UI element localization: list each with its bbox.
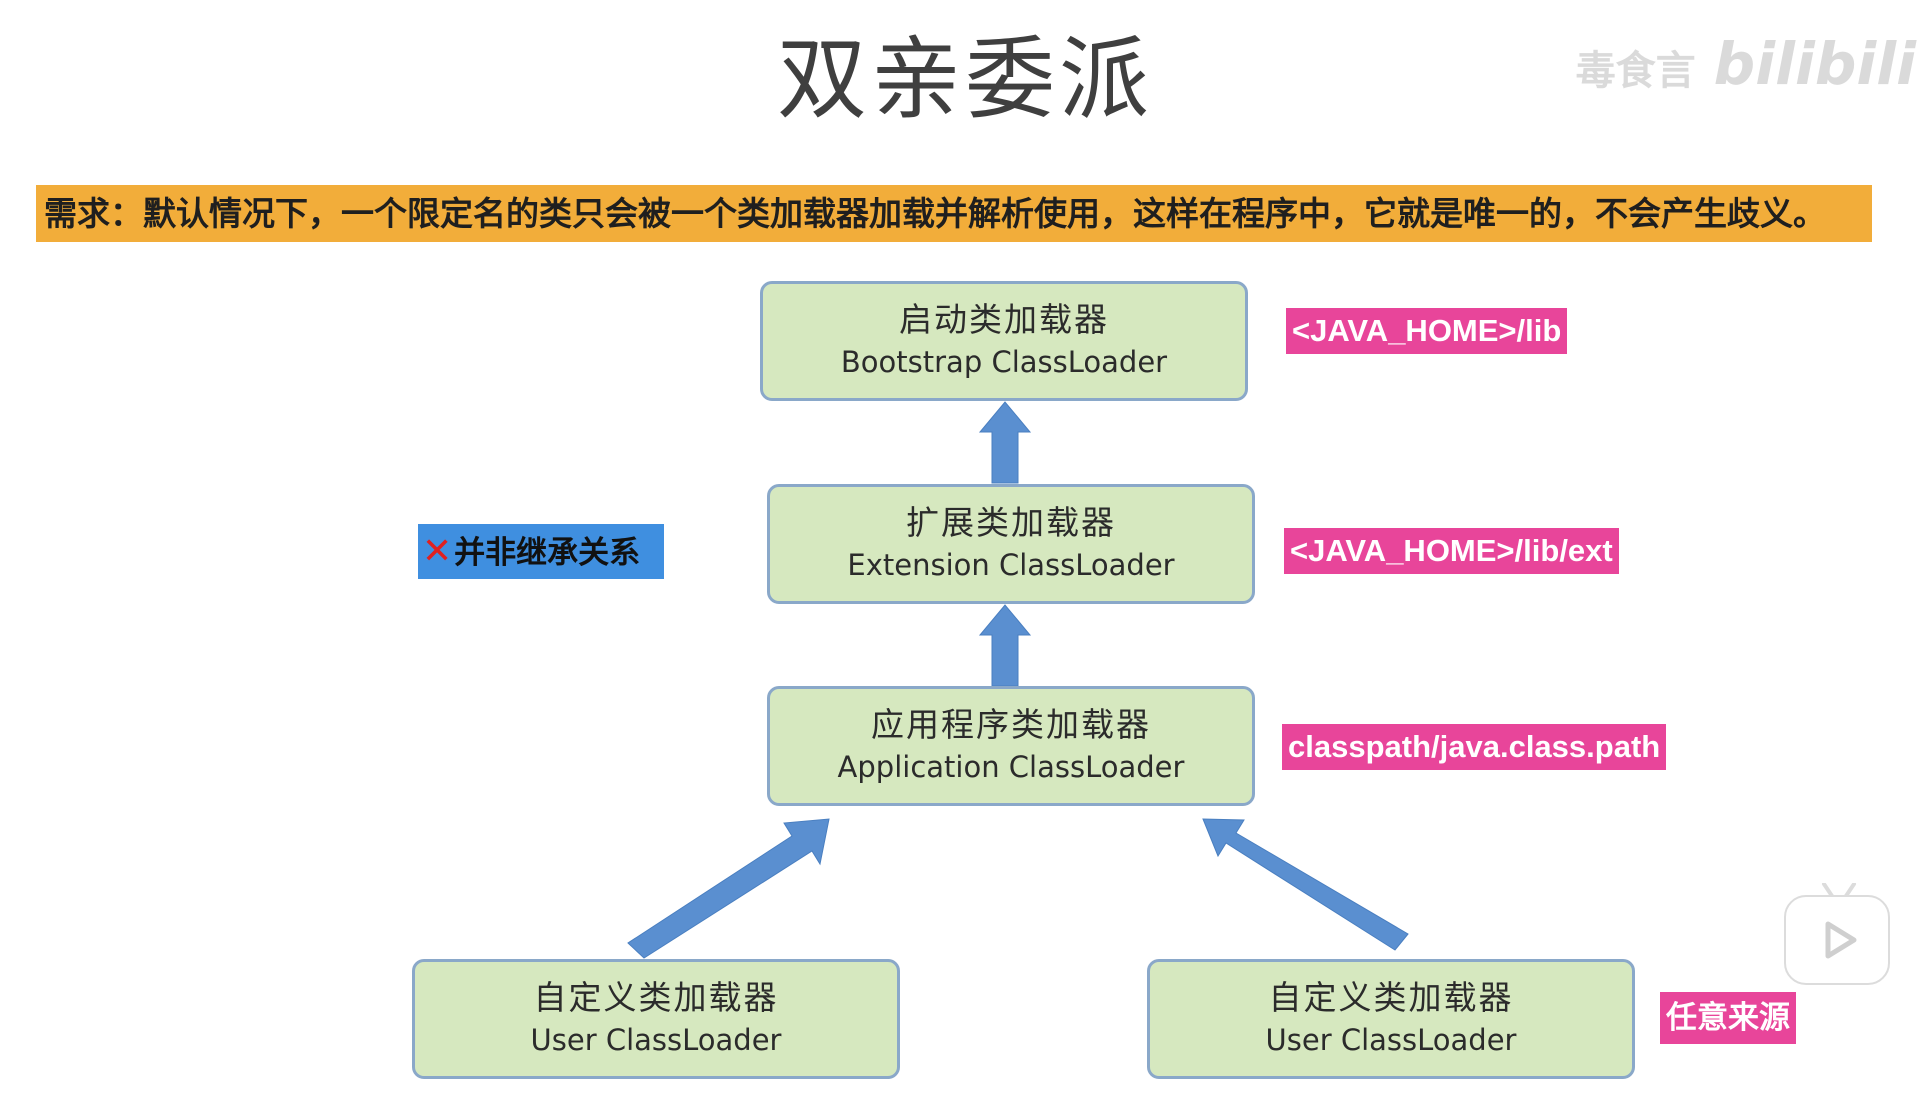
user-classloader-left-box: 自定义类加载器 User ClassLoader xyxy=(412,959,900,1079)
not-inheritance-text: 并非继承关系 xyxy=(454,535,641,571)
watermark-text: 毒食言 xyxy=(1575,48,1696,94)
user-left-cn-label: 自定义类加载器 xyxy=(533,978,779,1017)
bootstrap-en-label: Bootstrap ClassLoader xyxy=(840,345,1168,379)
not-inheritance-note: ✕并非继承关系 xyxy=(418,524,664,579)
watermark: 毒食言 bilibili xyxy=(1576,30,1916,98)
arrow-application-to-extension xyxy=(978,604,1032,687)
application-cn-label: 应用程序类加载器 xyxy=(871,705,1151,744)
extension-cn-label: 扩展类加载器 xyxy=(906,503,1116,542)
cross-mark-icon: ✕ xyxy=(422,531,453,572)
bootstrap-path-tag: <JAVA_HOME>/lib xyxy=(1286,308,1568,354)
any-source-tag: 任意来源 xyxy=(1660,992,1796,1044)
bilibili-logo-icon: bilibili xyxy=(1713,30,1916,98)
extension-en-label: Extension ClassLoader xyxy=(847,548,1175,582)
arrow-user-left-to-application xyxy=(627,818,830,959)
play-button[interactable] xyxy=(1784,883,1890,985)
slide-title: 双亲委派 xyxy=(777,27,1153,132)
user-classloader-right-box: 自定义类加载器 User ClassLoader xyxy=(1147,959,1635,1079)
tv-antenna-icon xyxy=(1822,883,1856,897)
bootstrap-cn-label: 启动类加载器 xyxy=(899,300,1109,339)
user-left-en-label: User ClassLoader xyxy=(530,1023,782,1057)
user-right-en-label: User ClassLoader xyxy=(1265,1023,1517,1057)
extension-classloader-box: 扩展类加载器 Extension ClassLoader xyxy=(767,484,1255,604)
application-classloader-box: 应用程序类加载器 Application ClassLoader xyxy=(767,686,1255,806)
play-button-icon xyxy=(1825,921,1857,959)
user-right-cn-label: 自定义类加载器 xyxy=(1268,978,1514,1017)
application-en-label: Application ClassLoader xyxy=(837,750,1185,784)
requirement-banner: 需求：默认情况下，一个限定名的类只会被一个类加载器加载并解析使用，这样在程序中，… xyxy=(36,185,1872,242)
application-path-tag: classpath/java.class.path xyxy=(1282,724,1667,770)
bootstrap-classloader-box: 启动类加载器 Bootstrap ClassLoader xyxy=(760,281,1248,401)
arrow-extension-to-bootstrap xyxy=(978,401,1032,484)
arrow-user-right-to-application xyxy=(1202,818,1409,951)
extension-path-tag: <JAVA_HOME>/lib/ext xyxy=(1284,528,1619,574)
